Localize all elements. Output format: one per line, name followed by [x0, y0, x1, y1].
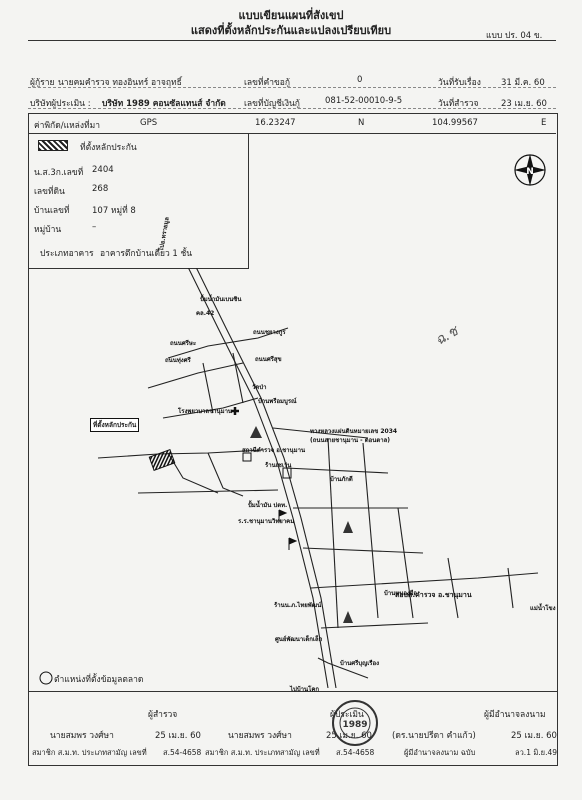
- map-label: ปั้มน้ำมัน ปตท.: [248, 502, 288, 509]
- company-value: บริษัท 1989 คอนซัลแทนส์ จำกัด: [102, 99, 226, 109]
- map-label: บ้านพรีอมบูรณ์: [258, 398, 297, 405]
- company-label: บริษัทผู้ประเมิน :: [30, 99, 91, 109]
- map-frame: [28, 113, 558, 692]
- deed-value: 2404: [92, 165, 114, 175]
- svg-text:N: N: [526, 167, 534, 177]
- house-value: 107 หมู่ที่ 8: [92, 206, 136, 216]
- header-rule: [28, 40, 556, 41]
- sig2-date: 25 เม.ย. 60: [326, 731, 372, 741]
- house-label: บ้านเลขที่: [34, 206, 70, 216]
- sig2-name: นายสมพร วงศ์ษา: [228, 731, 292, 741]
- gps-row: [28, 113, 556, 134]
- map-label: สถานีตำรวจ อ.ชานุมาน: [242, 447, 306, 454]
- page-title: แบบเขียนแผนที่สังเขป: [238, 9, 344, 22]
- deed-label: น.ส.3ก.เลขที่: [34, 168, 84, 178]
- gps-label: ค่าพิกัด/แหล่งที่มา: [34, 121, 101, 131]
- map-label: ไปบ้านโคก: [290, 686, 319, 693]
- collateral-hatch-swatch: [38, 140, 68, 151]
- survey-label: วันที่สำรวจ: [438, 99, 479, 109]
- sig1-role: ผู้สำรวจ: [148, 710, 178, 720]
- north-arrow-icon: N: [514, 154, 546, 186]
- map-label: ถนนศรีสุข: [255, 356, 282, 363]
- form-number: แบบ ปร. 04 ข.: [486, 31, 543, 41]
- map-label: (ถนนสายชานุมาน - ดอนตาล): [310, 437, 391, 444]
- legend-collateral: ที่ตั้งหลักประกัน: [80, 143, 137, 153]
- sig1-date: 25 เม.ย. 60: [155, 731, 201, 741]
- sig3-member-no: ลว.1 มิ.ย.49: [515, 748, 557, 757]
- building-value: อาคารตึกบ้านเดี่ยว 1 ชั้น: [100, 249, 193, 259]
- owner-label: ผู้กู้ราย: [30, 78, 55, 88]
- land-label: เลขที่ดิน: [34, 187, 65, 197]
- svg-text:1989: 1989: [342, 720, 367, 730]
- map-label: ร้านน.ภ.ไทยพัฒน์: [274, 602, 322, 609]
- account-label: เลขที่บัญชีเงินกู้: [244, 99, 300, 109]
- company-seal-icon: 1989: [332, 700, 378, 746]
- file-label: เลขที่คำขอกู้: [244, 78, 291, 88]
- sig3-member: ผู้มีอำนาจลงนาม ฉบับ: [404, 748, 476, 757]
- village-value: –: [92, 222, 97, 232]
- map-label: ถนนชยางกูร: [253, 329, 286, 336]
- receive-label: วันที่รับเรื่อง: [438, 78, 481, 88]
- sig1-name: นายสมพร วงศ์ษา: [50, 731, 114, 741]
- police-station-label: สอบต.คำรวจ อ.ชานุมาน: [395, 591, 472, 599]
- legend-box: [28, 133, 249, 269]
- receive-value: 31 มี.ค. 60: [501, 78, 545, 88]
- sig3-name: (ดร.นายปรีดา คำแก้ว): [392, 731, 476, 741]
- market-footnote: ตำแหน่งที่ตั้งข้อมูลตลาด: [54, 675, 144, 685]
- map-label: โรงพยาบาลชานุมาน: [178, 408, 233, 415]
- sig2-member: สมาชิก ส.ม.ท. ประเภทสามัญ เลขที่: [205, 748, 320, 757]
- map-label: ร้านเซเว่น: [265, 462, 292, 469]
- map-label: วัดป่า: [252, 384, 267, 391]
- map-label: บ้านศรีบุญเรือง: [340, 660, 380, 667]
- map-label: บ้านภักดี: [330, 476, 353, 483]
- collateral-parcel: [148, 449, 176, 471]
- owner-value: นายคมคำรวจ ทองอินทร์ อาจฤทธิ์: [58, 78, 182, 88]
- gps-lon-dir: E: [541, 118, 547, 128]
- map-label: ทางหลวงแผ่นดินหมายเลข 2034: [310, 428, 398, 435]
- info-dots-2: [28, 108, 556, 109]
- map-label: ร.ร.ชานุมานวิทยาคม: [238, 518, 295, 525]
- land-value: 268: [92, 184, 109, 194]
- sig1-member-no: ส.54-4658: [163, 748, 202, 757]
- gps-lat-dir: N: [358, 118, 365, 128]
- gps-source: GPS: [140, 118, 158, 128]
- map-label: แม่น้ำโขง: [530, 605, 556, 612]
- location-map: [39, 268, 539, 688]
- map-label: ถนนทุ่งศรี: [165, 357, 191, 364]
- file-value: 0: [357, 75, 363, 85]
- map-label: ปั้มน้ำมันเบนซิน: [200, 296, 242, 303]
- map-label: ศูนย์พัฒนาเด็กเล็ก: [275, 636, 323, 643]
- signature-area: [28, 690, 558, 766]
- sig2-member-no: ส.54-4658: [336, 748, 375, 757]
- village-label: หมู่บ้าน: [34, 225, 62, 235]
- page-subtitle: แสดงที่ตั้งหลักประกันและแปลงเปรียบเทียบ: [190, 24, 392, 37]
- map-label: บ้านหนองผือ: [384, 590, 417, 597]
- sig2-role: ผู้ประเมิน: [330, 710, 364, 720]
- survey-value: 23 เม.ย. 60: [501, 99, 547, 109]
- info-dots-1: [28, 87, 556, 88]
- sig1-member: สมาชิก ส.ม.ท. ประเภทสามัญ เลขที่: [32, 748, 147, 757]
- map-label: ถนนศรีษะ: [170, 340, 197, 347]
- map-label: คล.42: [196, 310, 215, 317]
- building-label: ประเภทอาคาร: [40, 249, 94, 259]
- collateral-label: ที่ตั้งหลักประกัน: [90, 418, 140, 432]
- gps-lat: 16.23247: [255, 118, 296, 128]
- sig3-role: ผู้มีอำนาจลงนาม: [484, 710, 546, 720]
- account-value: 081-52-00010-9-5: [325, 96, 403, 106]
- sig3-date: 25 เม.ย. 60: [511, 731, 557, 741]
- gps-lon: 104.99567: [432, 118, 478, 128]
